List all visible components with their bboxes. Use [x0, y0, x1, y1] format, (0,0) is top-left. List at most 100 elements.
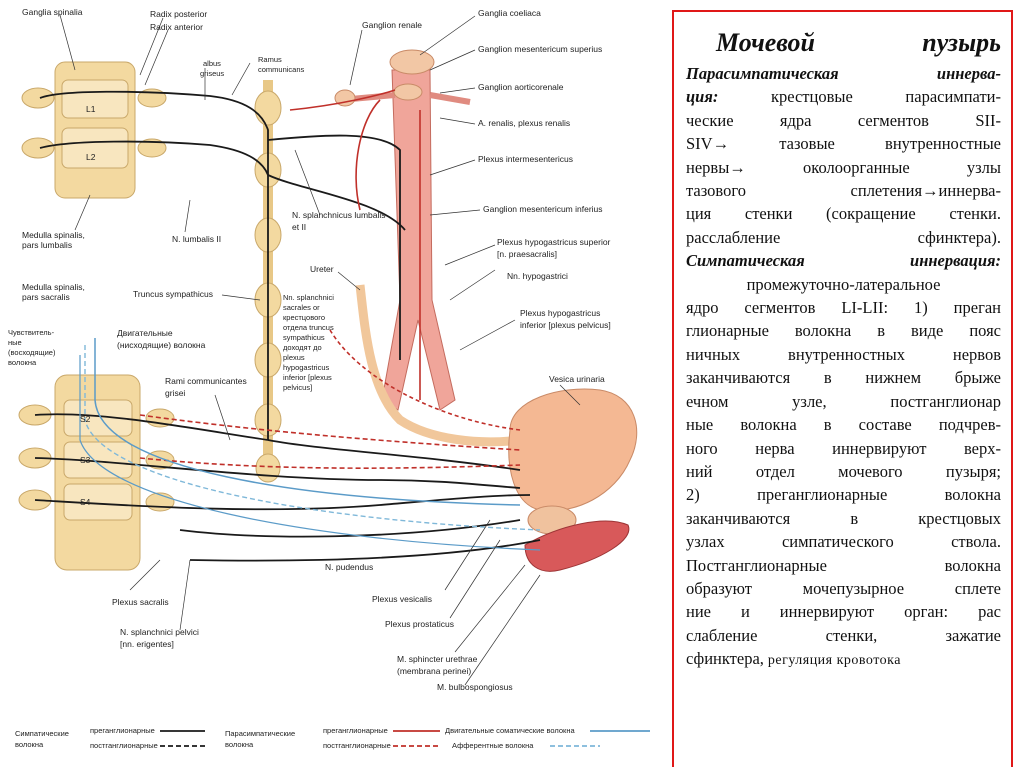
label-plexus-hypo-inf-2: inferior [plexus pelvicus] — [520, 320, 611, 330]
label-plexus-vesicalis: Plexus vesicalis — [372, 594, 432, 604]
panel-line: ничных внутренностных нервов — [686, 344, 1001, 364]
label-n-lumbalis: N. lumbalis II — [172, 234, 221, 244]
label-ganglia-coeliaca: Ganglia coeliaca — [478, 8, 541, 18]
panel-line: ция стенки (сокращение стенки. — [686, 204, 1001, 224]
legend-afferent: Афферентные волокна — [452, 741, 534, 750]
ureter — [355, 284, 521, 447]
label-s3: S3 — [80, 455, 91, 465]
panel-line: образуют мочепузырное сплете — [686, 578, 1001, 598]
panel-line: ция: крестцовые парасимпати- — [686, 85, 1001, 108]
panel-line-bold-italic: Парасимпатическая иннерва- — [686, 64, 1001, 83]
panel-line: ного нерва иннервируют верх- — [686, 438, 1001, 458]
label-ganglion-mes-inf: Ganglion mesentericum inferius — [483, 204, 603, 214]
panel-line-small: регуляция кровотока — [763, 653, 901, 669]
lumbar-spine-segments — [21, 61, 167, 199]
splanchnici-line: hypogastricus — [283, 363, 330, 372]
splanchnici-line: plexus — [283, 353, 305, 362]
panel-title: Мочевой пузырь — [716, 28, 1001, 58]
label-rami-comm-1: Rami communicantes — [165, 376, 247, 386]
label-plexus-hypo-sup-2: [n. praesacralis] — [497, 249, 557, 259]
innervation-diagram: Ganglia spinalia Radix posterior Radix a… — [8, 7, 650, 750]
label-plexus-sacralis: Plexus sacralis — [112, 597, 169, 607]
label-n-splanch-pelvici-1: N. splanchnici pelvici — [120, 627, 199, 637]
splanchnici-line: pelvicus] — [283, 383, 312, 392]
legend-sym-pre: преганглионарные — [90, 726, 155, 735]
panel-line: заканчиваются в нижнем брыже — [686, 368, 1001, 388]
splanchnici-line: inferior [plexus — [283, 373, 332, 382]
label-radix-posterior: Radix posterior — [150, 9, 207, 19]
somatic-fibers — [79, 338, 541, 551]
panel-line: сфинктера, регуляция кровотока — [686, 647, 1001, 672]
label-medulla-sacralis-1: Medulla spinalis, — [22, 282, 85, 292]
label-s4: S4 — [80, 497, 91, 507]
legend: Симпатические волокна преганглионарные п… — [15, 726, 650, 750]
title-word-2: пузырь — [922, 28, 1001, 57]
sensory-line: волокна — [8, 358, 37, 367]
panel-line: Парасимпатическая иннерва- — [686, 62, 1001, 85]
label-radix-anterior: Radix anterior — [150, 22, 203, 32]
label-griseus: griseus — [200, 69, 224, 78]
label-ganglion-mes-sup: Ganglion mesentericum superius — [478, 44, 602, 54]
panel-line: нервы→ околоорганные узлы — [686, 157, 1001, 177]
label-plexus-hypo-sup-1: Plexus hypogastricus superior — [497, 237, 611, 247]
label-l1: L1 — [86, 104, 96, 114]
label-rami-comm-2: grisei — [165, 388, 185, 398]
panel-line: глионарные волокна в виде пояс — [686, 321, 1001, 341]
splanchnici-line: sympathicus — [283, 333, 325, 342]
label-medulla-lumbalis-1: Medulla spinalis, — [22, 230, 85, 240]
splanchnici-line: крестцового — [283, 313, 325, 322]
label-ganglia-spinalia: Ganglia spinalia — [22, 7, 83, 17]
label-l2: L2 — [86, 152, 96, 162]
label-motor-fibers-1: Двигательные — [117, 328, 173, 338]
label-n-pudendus: N. pudendus — [325, 562, 373, 572]
panel-line: расслабление сфинктера). — [686, 227, 1001, 247]
label-n-splanch-lumb-1: N. splanchnicus lumbalis — [292, 210, 386, 220]
label-medulla-lumbalis-2: pars lumbalis — [22, 240, 72, 250]
legend-sympathetic-2: волокна — [15, 740, 44, 749]
panel-line: слабление стенки, зажатие — [686, 625, 1001, 645]
label-plexus-hypo-inf-1: Plexus hypogastricus — [520, 308, 600, 318]
splanchnici-line: отдела truncus — [283, 323, 334, 332]
panel-body: Парасимпатическая иннерва-ция: крестцовы… — [686, 62, 1001, 673]
label-ganglion-renale: Ganglion renale — [362, 20, 422, 30]
panel-line: ние и иннервируют орган: рас — [686, 602, 1001, 622]
label-s2: S2 — [80, 414, 91, 424]
panel-line: заканчиваются в крестцовых — [686, 508, 1001, 528]
panel-line-bold-italic: ция: — [686, 87, 719, 107]
label-plexus-intermesentericus: Plexus intermesentericus — [478, 154, 573, 164]
legend-para-pre: преганглионарные — [323, 726, 388, 735]
panel-line: промежуточно-латеральное — [746, 274, 941, 294]
legend-sym-post: постганглионарные — [90, 741, 158, 750]
parasympathetic-fibers — [139, 89, 521, 469]
label-n-hypogastrici: Nn. hypogastrici — [507, 271, 568, 281]
panel-line: SIV→ тазовые внутренностные — [686, 134, 1001, 154]
label-sphincter-1: M. sphincter urethrae — [397, 654, 478, 664]
splanchnici-line: sacrales or — [283, 303, 320, 312]
aorta — [334, 49, 471, 411]
panel-line: ные волокна в составе подчрев- — [686, 415, 1001, 435]
label-communicans: communicans — [258, 65, 305, 74]
label-sphincter-2: (membrana perinei) — [397, 666, 471, 676]
panel-line: Постганглионарные волокна — [686, 555, 1001, 575]
panel-line: узлах симпатического ствола. — [686, 532, 1001, 552]
splanchnici-line: Nn. splanchnici — [283, 293, 334, 302]
panel-line: ческие ядра сегментов SII- — [686, 110, 1001, 130]
title-word-1: Мочевой — [716, 28, 815, 57]
panel-line-bold-italic: Симпатическая иннервация: — [686, 251, 1001, 271]
legend-para-post: постганглионарные — [323, 741, 391, 750]
label-n-splanch-lumb-2: et II — [292, 222, 306, 232]
leader-lines — [59, 14, 581, 686]
label-truncus-sympathicus: Truncus sympathicus — [133, 289, 213, 299]
panel-line-text: крестцовые парасимпати- — [718, 87, 1001, 107]
label-motor-fibers-2: (нисходящие) волокна — [117, 340, 206, 350]
label-vesica-urinaria: Vesica urinaria — [549, 374, 605, 384]
panel-line: Симпатическая иннервация: — [686, 249, 1001, 272]
diagram-labels: Ganglia spinalia Radix posterior Radix a… — [8, 7, 611, 692]
label-a-renalis: A. renalis, plexus renalis — [478, 118, 570, 128]
panel-line: ний отдел мочевого пузыря; — [686, 461, 1001, 481]
label-ganglion-aorticorenale: Ganglion aorticorenale — [478, 82, 564, 92]
label-n-splanch-pelvici-2: [nn. erigentes] — [120, 639, 174, 649]
label-ureter: Ureter — [310, 264, 334, 274]
panel-line: тазового сплетения→иннерва- — [686, 181, 1001, 201]
sensory-line: Чувствитель- — [8, 328, 55, 337]
